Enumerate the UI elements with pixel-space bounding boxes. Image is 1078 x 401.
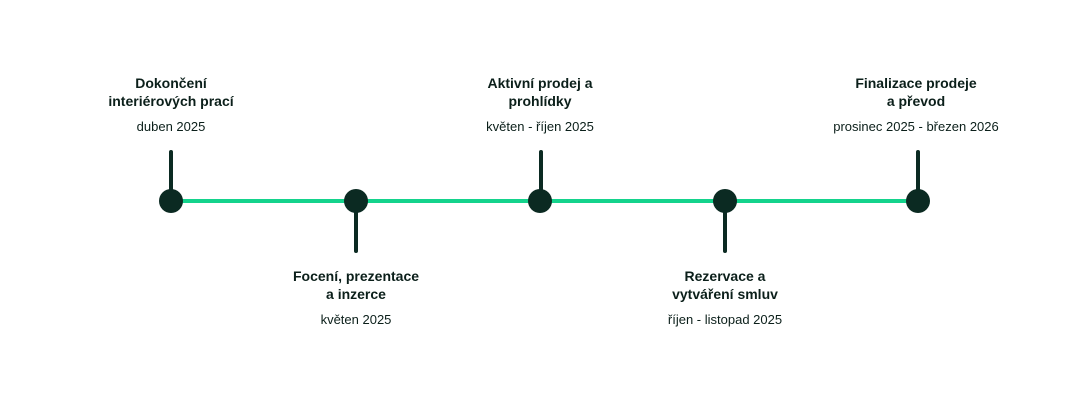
milestone-5-title: Finalizace prodeje a převod [855, 75, 977, 109]
milestone-3-date: květen - říjen 2025 [486, 119, 594, 134]
milestone-4-title: Rezervace a vytváření smluv [672, 268, 778, 302]
milestone-4-date: říjen - listopad 2025 [667, 312, 783, 327]
milestone-4-marker [713, 189, 737, 213]
milestone-1-stem [169, 150, 173, 192]
milestone-3-label: Aktivní prodej a prohlídky květen - říje… [410, 74, 670, 135]
milestone-3-stem [539, 150, 543, 192]
milestone-5-date: prosinec 2025 - březen 2026 [833, 119, 999, 134]
milestone-5-marker [906, 189, 930, 213]
milestone-4-stem [723, 210, 727, 253]
milestone-2-label: Focení, prezentace a inzerce květen 2025 [226, 267, 486, 328]
milestone-2-marker [344, 189, 368, 213]
milestone-5-label: Finalizace prodeje a převod prosinec 202… [786, 74, 1046, 135]
milestone-1-marker [159, 189, 183, 213]
milestone-2-stem [354, 210, 358, 253]
milestone-5-stem [916, 150, 920, 192]
milestone-3-title: Aktivní prodej a prohlídky [487, 75, 593, 109]
milestone-1-title: Dokončení interiérových prací [108, 75, 234, 109]
milestone-2-title: Focení, prezentace a inzerce [292, 268, 420, 302]
milestone-1-date: duben 2025 [136, 119, 206, 134]
milestone-3-marker [528, 189, 552, 213]
milestone-1-label: Dokončení interiérových prací duben 2025 [41, 74, 301, 135]
milestone-4-label: Rezervace a vytváření smluv říjen - list… [595, 267, 855, 328]
milestone-2-date: květen 2025 [320, 312, 392, 327]
